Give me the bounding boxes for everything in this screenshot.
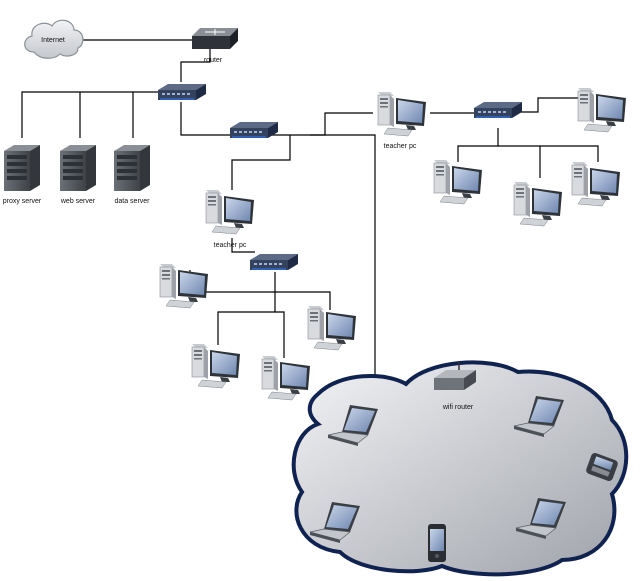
proxy-server-label: proxy server xyxy=(3,198,42,205)
proxy-server: proxy server xyxy=(3,145,42,205)
cable-switch2-teacherpc2 xyxy=(310,112,373,136)
cable-switch3-pc-d xyxy=(275,311,285,358)
wifi-router: wifi router xyxy=(434,362,476,411)
wifi-router-icon xyxy=(434,362,476,390)
desktop-pc-icon xyxy=(571,161,621,207)
cable-switch-switch2 xyxy=(180,102,232,136)
data-server: data server xyxy=(114,145,150,205)
cable-teacherpc-switch3 xyxy=(231,238,255,253)
network-switch-icon xyxy=(249,253,299,271)
teacher-pc-label-2: teacher pc xyxy=(384,143,417,150)
desktop-pc-icon xyxy=(377,91,427,137)
cable-switch-proxy xyxy=(21,91,160,138)
server-icon xyxy=(4,145,40,191)
server-icon xyxy=(60,145,96,191)
desktop-pc-icon xyxy=(159,263,209,309)
web-server-label: web server xyxy=(60,198,96,205)
cable-router-switch xyxy=(180,49,211,82)
cable-switch4-pc-c xyxy=(540,145,599,162)
web-server: web server xyxy=(60,145,96,205)
cable-switch4-pc-a xyxy=(457,128,499,162)
network-cables xyxy=(21,39,599,383)
internet-cloud: Internet xyxy=(24,19,84,59)
router-label: router xyxy=(204,57,223,64)
wireless-network-cloud xyxy=(291,360,629,577)
network-switch-icon xyxy=(229,121,279,139)
server-icon xyxy=(114,145,150,191)
router-icon xyxy=(192,28,238,49)
router: router xyxy=(192,28,238,64)
desktop-pc-icon xyxy=(205,189,255,235)
cable-switch3-pc-b xyxy=(275,291,331,310)
network-switch-icon xyxy=(157,83,207,101)
cable-switch4-pc xyxy=(520,97,578,113)
wifi-router-label: wifi router xyxy=(442,404,474,411)
network-switch-icon xyxy=(473,101,523,119)
teacher-pc-2: teacher pc xyxy=(377,91,427,150)
teacher-pc-label-1: teacher pc xyxy=(214,242,247,249)
desktop-pc-icon xyxy=(261,355,311,401)
desktop-pc-icon xyxy=(577,87,627,133)
data-server-label: data server xyxy=(114,198,150,205)
desktop-pc-icon xyxy=(513,181,563,227)
cable-switch2-teacherpc xyxy=(231,135,291,190)
smartphone-icon xyxy=(428,524,446,562)
desktop-pc-icon xyxy=(433,159,483,205)
cloud-shape xyxy=(291,360,629,577)
teacher-pc-1: teacher pc xyxy=(205,189,255,249)
internet-label: Internet xyxy=(41,37,65,44)
cable-switch4-pc-b xyxy=(498,145,541,178)
cable-switch3-pc-c xyxy=(217,292,276,345)
desktop-pc-icon xyxy=(307,305,357,351)
desktop-pc-icon xyxy=(191,343,241,389)
cloud-icon xyxy=(24,19,84,59)
